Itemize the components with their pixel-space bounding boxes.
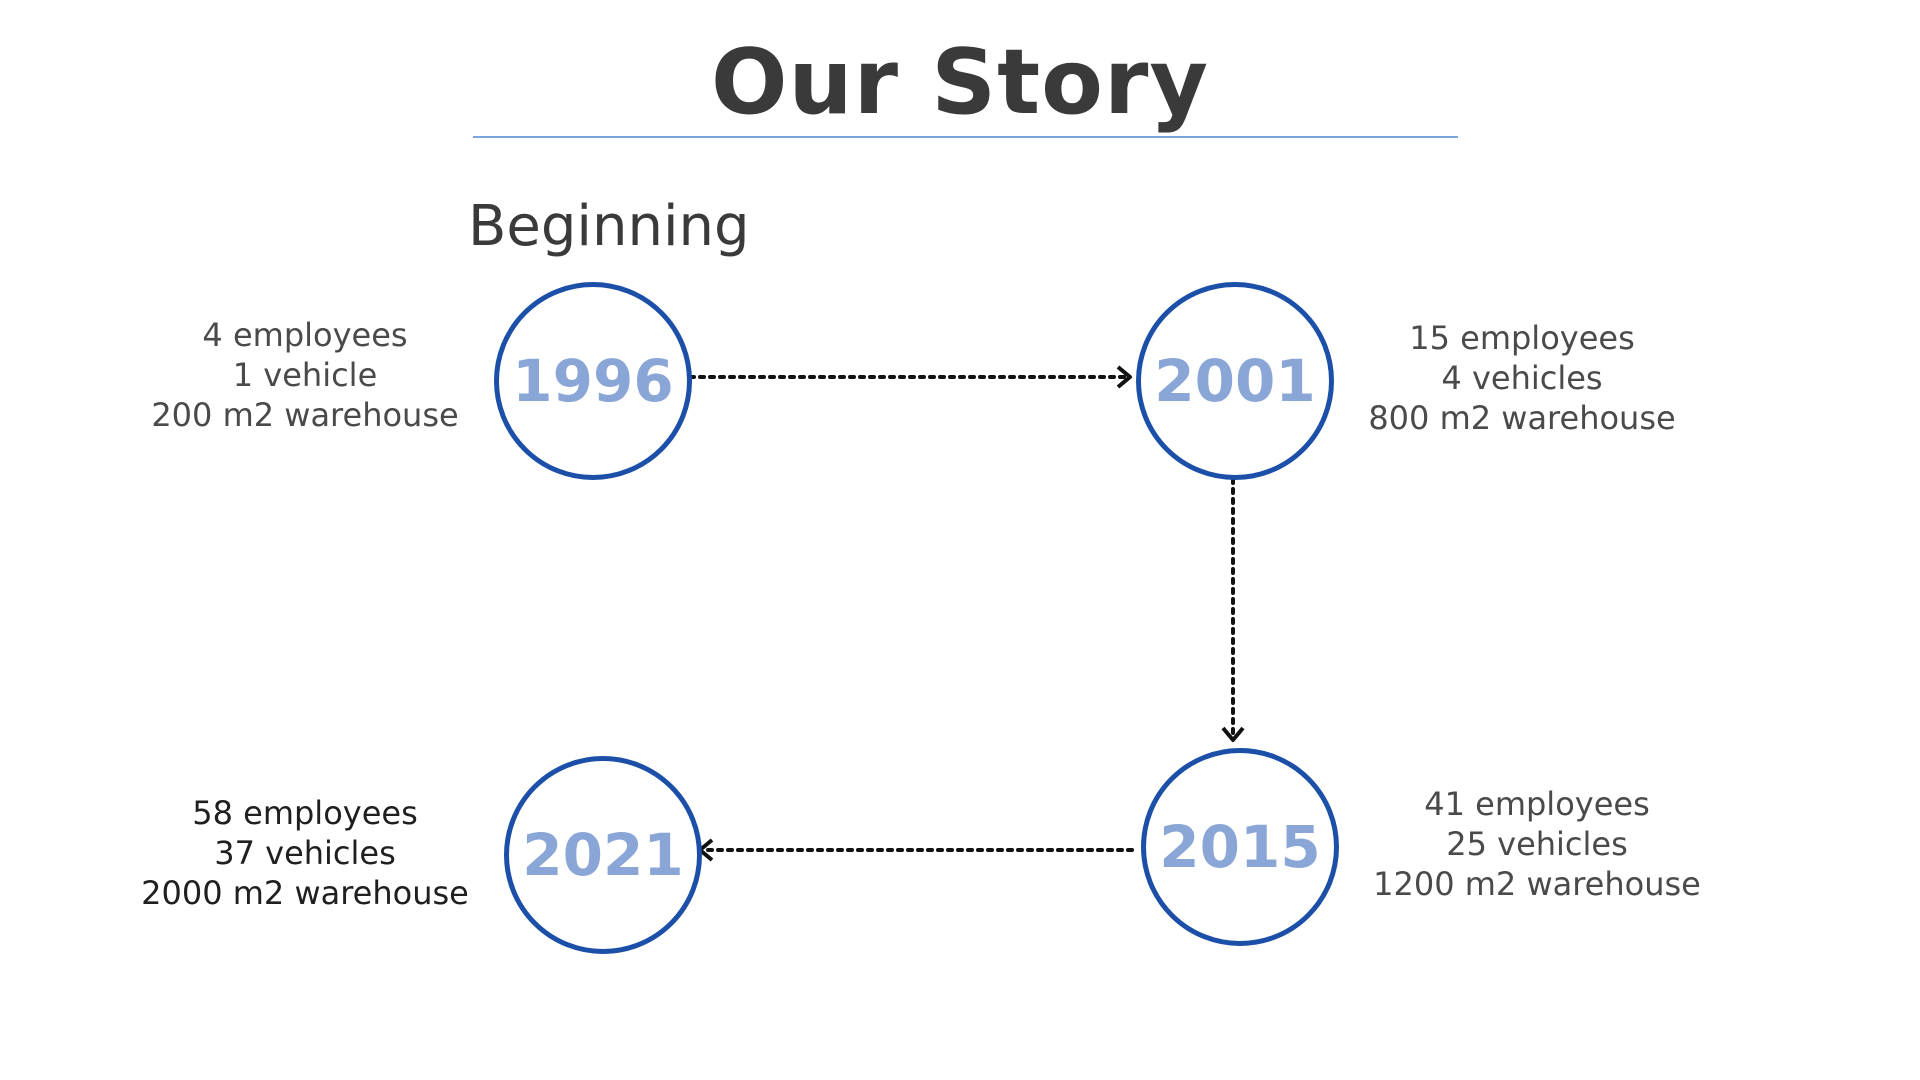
milestone-year: 2021 [522, 821, 684, 889]
arrowhead-2015 [1221, 726, 1245, 742]
stat-warehouse: 1200 m2 warehouse [1373, 865, 1701, 903]
stat-warehouse: 2000 m2 warehouse [141, 874, 469, 912]
stat-employees: 41 employees [1424, 785, 1650, 823]
milestone-stats-2015: 41 employees 25 vehicles 1200 m2 warehou… [1327, 784, 1747, 904]
stat-vehicles: 25 vehicles [1446, 825, 1628, 863]
milestone-circle-1996: 1996 [494, 282, 692, 480]
stat-warehouse: 200 m2 warehouse [151, 396, 459, 434]
stat-employees: 58 employees [192, 794, 418, 832]
milestone-circle-2001: 2001 [1136, 282, 1334, 480]
stat-warehouse: 800 m2 warehouse [1368, 399, 1676, 437]
milestone-circle-2021: 2021 [504, 756, 702, 954]
milestone-stats-1996: 4 employees 1 vehicle 200 m2 warehouse [95, 315, 515, 435]
stat-vehicles: 4 vehicles [1441, 359, 1603, 397]
arrowhead-2001 [1116, 365, 1132, 389]
milestone-year: 1996 [512, 347, 674, 415]
stat-employees: 15 employees [1409, 319, 1635, 357]
page-title: Our Story [710, 30, 1210, 135]
milestone-circle-2015: 2015 [1141, 748, 1339, 946]
stat-vehicles: 37 vehicles [214, 834, 396, 872]
stat-employees: 4 employees [202, 316, 408, 354]
section-label: Beginning [468, 194, 750, 259]
milestone-year: 2015 [1159, 813, 1321, 881]
milestone-stats-2001: 15 employees 4 vehicles 800 m2 warehouse [1312, 318, 1732, 438]
milestone-year: 2001 [1154, 347, 1316, 415]
title-divider [473, 136, 1458, 138]
stat-vehicles: 1 vehicle [232, 356, 378, 394]
milestone-stats-2021: 58 employees 37 vehicles 2000 m2 warehou… [95, 793, 515, 913]
